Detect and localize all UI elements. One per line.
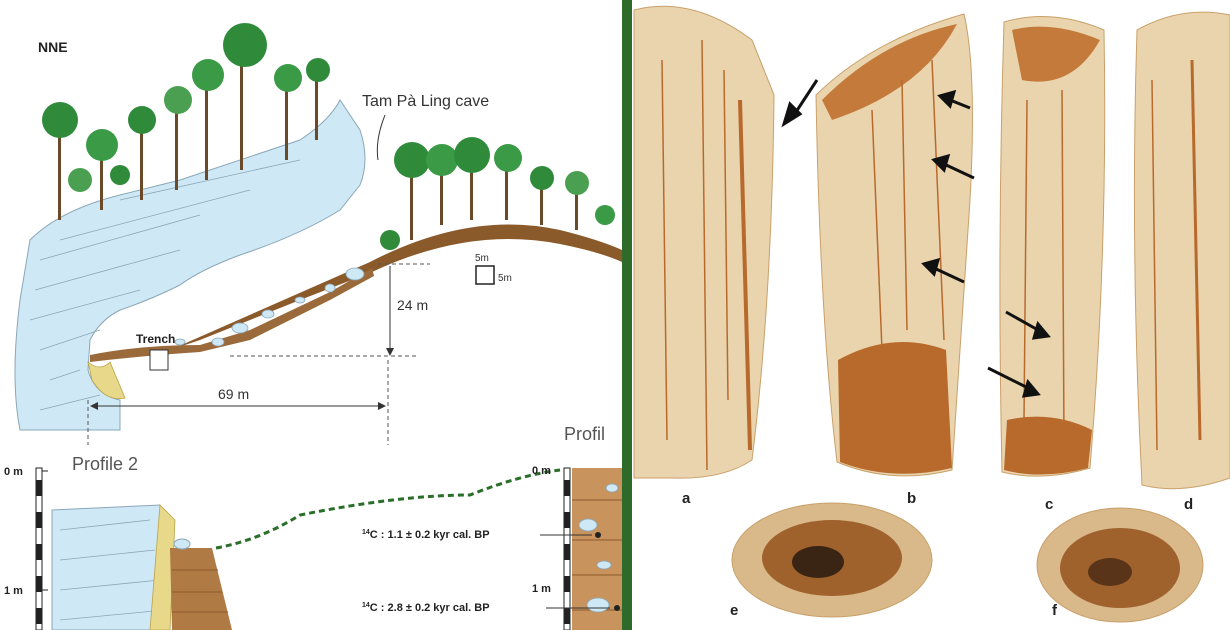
right-depth-0-label: 0 m bbox=[532, 465, 551, 477]
arrow-icon bbox=[987, 366, 1041, 398]
bone-b-cracks bbox=[871, 59, 945, 351]
date-2-label: 14C : 2.8 ± 0.2 kyr cal. BP bbox=[362, 602, 490, 614]
trench-label: Trench bbox=[136, 332, 175, 346]
orientation-label: NNE bbox=[38, 39, 68, 55]
cave-pointer-line bbox=[376, 114, 386, 161]
profile-2-rock bbox=[51, 504, 171, 630]
panel-divider bbox=[622, 0, 632, 630]
photo-label-f: f bbox=[1052, 602, 1058, 619]
limestone-rock bbox=[14, 99, 366, 431]
profile-2-label: Profile 2 bbox=[72, 454, 138, 474]
distance-arrow-left-icon bbox=[90, 402, 98, 410]
bone-e-hollow bbox=[792, 546, 844, 578]
boulders bbox=[174, 267, 365, 347]
left-depth-scale bbox=[35, 467, 48, 630]
distance-arrow-right-icon bbox=[378, 402, 386, 410]
photo-label-e: e bbox=[730, 602, 738, 619]
trench-pit bbox=[149, 349, 169, 371]
arrow-icon bbox=[1005, 310, 1051, 340]
height-arrowhead-icon bbox=[386, 348, 394, 356]
profile-2-sediment bbox=[170, 548, 232, 630]
scale-box bbox=[475, 265, 495, 285]
distance-label: 69 m bbox=[218, 386, 249, 402]
bone-a-stain bbox=[738, 99, 752, 451]
right-depth-1-label: 1 m bbox=[532, 583, 551, 595]
scale-width-label: 5m bbox=[475, 253, 489, 264]
arrow-icon bbox=[931, 153, 975, 180]
sample-marker-2 bbox=[614, 605, 620, 611]
height-label: 24 m bbox=[397, 297, 428, 313]
forest-canopy-left bbox=[42, 23, 330, 220]
cave-name-label: Tam Pà Ling cave bbox=[362, 93, 489, 110]
bone-c bbox=[999, 16, 1106, 477]
arrow-icons bbox=[781, 79, 1051, 398]
cave-floor bbox=[90, 268, 374, 362]
bone-d-stain bbox=[1190, 59, 1202, 441]
arrow-icon bbox=[937, 89, 971, 110]
bone-d bbox=[1133, 11, 1230, 490]
profile-right-label: Profil bbox=[564, 424, 605, 444]
bone-photos: a b c d e f bbox=[633, 5, 1230, 623]
arrow-icon bbox=[921, 257, 965, 284]
scale-height-label: 5m bbox=[498, 273, 512, 284]
profile-2-sediment-edge bbox=[149, 504, 176, 630]
profile-2-strata bbox=[172, 569, 228, 613]
photo-label-b: b bbox=[907, 490, 916, 507]
arrow-icon bbox=[781, 79, 819, 128]
bone-photo-panel: a b c d e f bbox=[632, 0, 1230, 630]
left-depth-0-label: 0 m bbox=[4, 466, 23, 478]
bone-a-cracks bbox=[661, 39, 729, 471]
profile-2-boulder bbox=[173, 538, 191, 550]
bone-f-hollow bbox=[1088, 558, 1132, 586]
cave-diagram-panel: NNE Tam Pà Ling cave Trench 5m 5m 24 m 6… bbox=[4, 23, 622, 630]
bone-b-stain-top bbox=[822, 24, 957, 120]
bone-d-crack bbox=[1151, 79, 1158, 451]
left-depth-1-label: 1 m bbox=[4, 585, 23, 597]
bone-b-stain-base bbox=[838, 342, 952, 474]
cave-diagram: NNE Tam Pà Ling cave Trench 5m 5m 24 m 6… bbox=[4, 23, 622, 630]
right-depth-scale bbox=[563, 467, 571, 630]
bone-c-cracks bbox=[1023, 89, 1065, 441]
photo-label-c: c bbox=[1045, 496, 1053, 513]
bone-c-stain-top bbox=[1012, 26, 1100, 82]
profile-2-bedding bbox=[59, 519, 166, 621]
trench-sediment bbox=[87, 360, 126, 399]
sample-marker-1 bbox=[595, 532, 601, 538]
photo-label-a: a bbox=[682, 490, 691, 507]
rock-bedding-lines bbox=[29, 159, 301, 411]
forest-canopy-right bbox=[380, 137, 615, 250]
correlation-dashed-line bbox=[215, 468, 561, 550]
date-1-label: 14C : 1.1 ± 0.2 kyr cal. BP bbox=[362, 529, 490, 541]
photo-label-d: d bbox=[1184, 496, 1193, 513]
bone-c-stain-base bbox=[1004, 416, 1092, 475]
hillside-soil bbox=[170, 224, 622, 350]
